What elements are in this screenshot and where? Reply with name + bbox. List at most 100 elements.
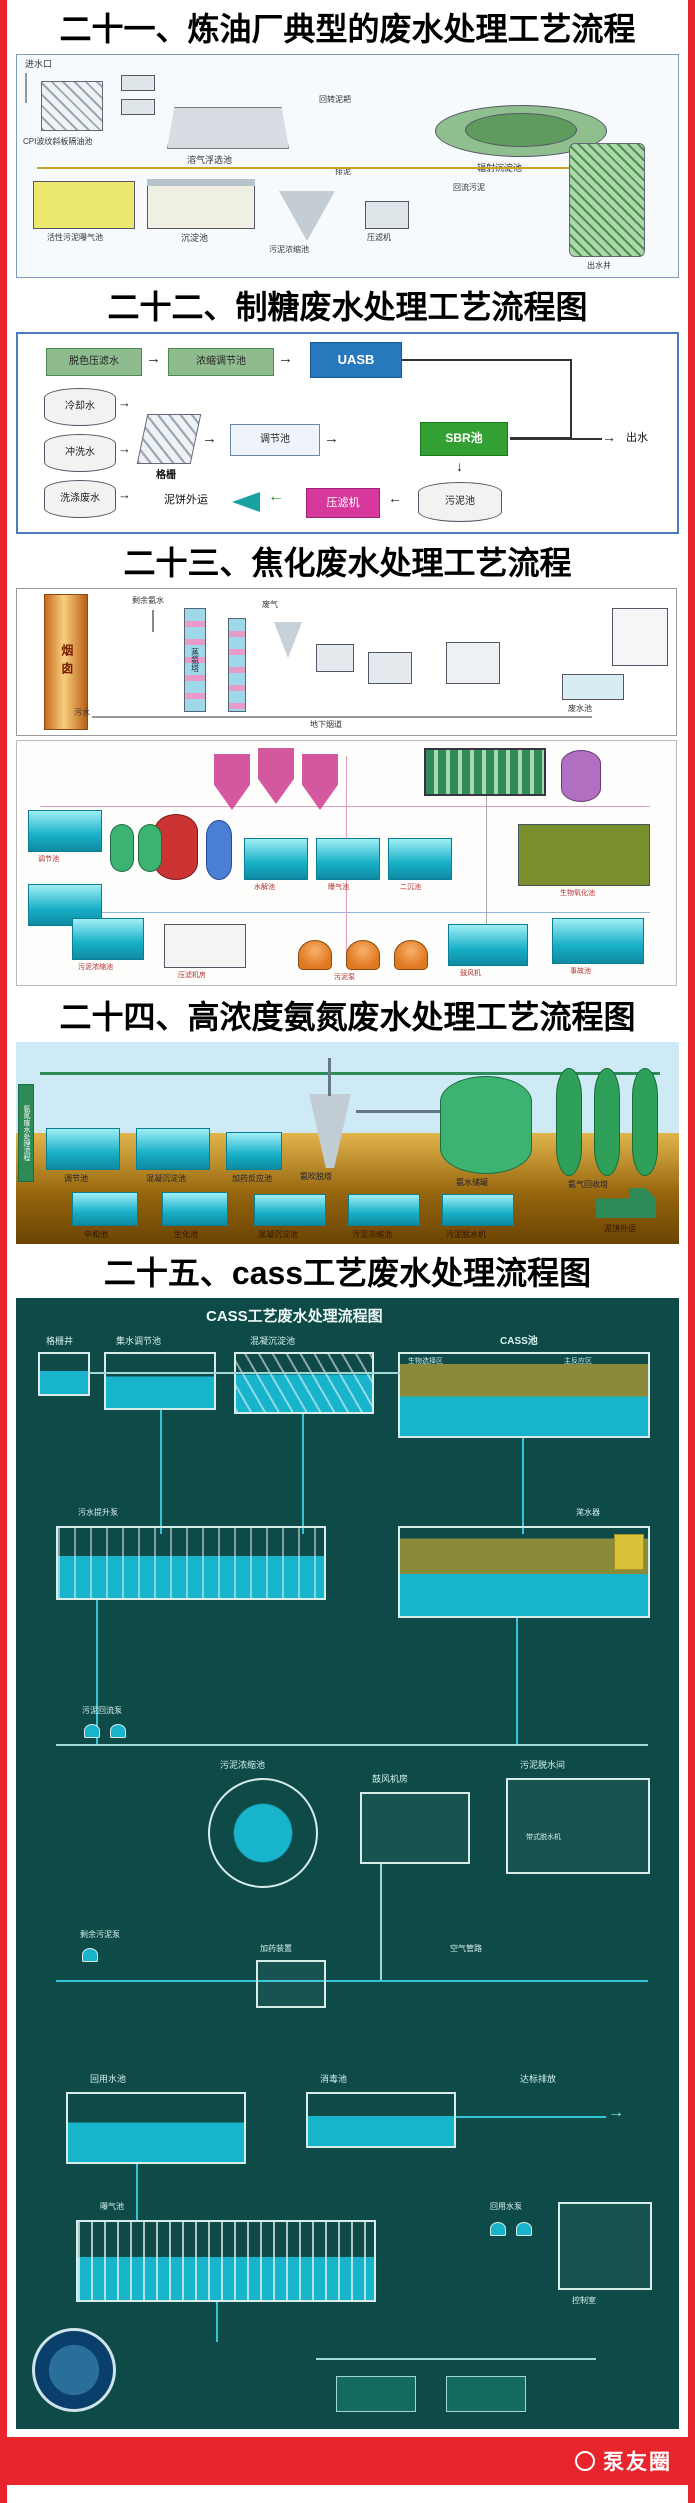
diagram-shape bbox=[56, 1526, 326, 1600]
diagram-label: 曝气池 bbox=[100, 2202, 124, 2211]
diagram-label: 活性污泥曝气池 bbox=[47, 233, 103, 242]
diagram-label: 污泥浓缩池 bbox=[78, 964, 113, 971]
truck-icon bbox=[596, 1188, 656, 1218]
pipe-line bbox=[136, 2164, 138, 2222]
diagram-shape bbox=[110, 824, 134, 872]
diagram-shape bbox=[254, 1194, 326, 1226]
pipe-line bbox=[356, 1110, 440, 1113]
pipe-line bbox=[516, 1618, 518, 1746]
diagram-label: 氨气回收塔 bbox=[568, 1180, 608, 1189]
diagram-shape bbox=[506, 1778, 650, 1874]
section-23: 二十三、焦化废水处理工艺流程 烟囱剩余氨水蒸氨塔废气废水池污水地下烟道调节池水解… bbox=[7, 542, 688, 988]
cass-diagram-title: CASS工艺废水处理流程图 bbox=[206, 1308, 383, 1325]
diagram-shape: 脱色压滤水 bbox=[46, 348, 142, 376]
diagram-shape bbox=[244, 838, 308, 880]
diagram-shape bbox=[41, 81, 103, 131]
diagram-label: 混凝沉淀池 bbox=[258, 1230, 298, 1239]
diagram-label: 压滤机 bbox=[367, 233, 391, 242]
diagram-label: 出水井 bbox=[587, 261, 611, 270]
pipe-line bbox=[40, 912, 650, 913]
diagram-label: 消毒池 bbox=[320, 2074, 348, 2084]
section-25: 二十五、cass工艺废水处理流程图 CASS工艺废水处理流程图格栅井集水调节池混… bbox=[7, 1252, 688, 2429]
diagram-shape bbox=[136, 414, 202, 464]
diagram-label: 混凝沉淀池 bbox=[146, 1174, 186, 1183]
diagram-shape bbox=[66, 2092, 246, 2164]
diagram-label: 废气 bbox=[262, 600, 278, 609]
diagram-label: 溶气浮选池 bbox=[187, 155, 233, 165]
diagram-shape bbox=[614, 1534, 644, 1570]
pipe-line bbox=[328, 1058, 331, 1096]
diagram-label: 二沉池 bbox=[400, 884, 421, 891]
diagram-label: 进水口 bbox=[25, 59, 53, 69]
diagram-shape bbox=[46, 1128, 120, 1170]
pipe-line bbox=[152, 610, 154, 632]
diagram-shape bbox=[558, 2202, 652, 2290]
diagram-shape bbox=[594, 1068, 620, 1176]
diagram-label: 空气管路 bbox=[450, 1944, 482, 1953]
pipe-line bbox=[40, 1072, 660, 1075]
diagram-shape bbox=[516, 2222, 532, 2236]
diagram-shape bbox=[226, 1132, 282, 1170]
diagram-shape bbox=[84, 1724, 100, 1738]
diagram-label: 污水提升泵 bbox=[78, 1508, 118, 1517]
diagram-label: 沉淀池 bbox=[181, 233, 209, 243]
pipe-line bbox=[510, 438, 602, 440]
chimney: 烟囱 bbox=[44, 594, 88, 730]
diagram-shape bbox=[561, 750, 601, 802]
diagram-shape bbox=[110, 1724, 126, 1738]
pipe-line bbox=[456, 2116, 606, 2118]
diagram-shape: 冷却水 bbox=[44, 388, 116, 426]
diagram-label: 污泥浓缩池 bbox=[269, 245, 309, 254]
diagram-shape bbox=[388, 838, 452, 880]
diagram-shape bbox=[82, 1948, 98, 1962]
diagram-shape bbox=[38, 1352, 90, 1396]
diagram-shape bbox=[206, 820, 232, 880]
diagram-shape bbox=[424, 748, 546, 796]
diagram-shape: 污泥池 bbox=[418, 482, 502, 522]
diagram-shape bbox=[167, 107, 289, 149]
diagram-label: 污泥浓缩池 bbox=[352, 1230, 392, 1239]
diagram-label: 氨吹脱塔 bbox=[300, 1172, 332, 1181]
diagram-label: 曝气池 bbox=[328, 884, 349, 891]
flow-arrow-icon: ↓ bbox=[456, 458, 463, 474]
diagram-shape bbox=[612, 608, 668, 666]
uasb-box: UASB bbox=[310, 342, 402, 378]
diagram-label: 污泥泵 bbox=[334, 974, 355, 981]
diagram-label: 调节池 bbox=[64, 1174, 88, 1183]
diagram-shape bbox=[136, 1128, 210, 1170]
diagram-shape bbox=[234, 1352, 374, 1414]
diagram-shape: 压滤机 bbox=[306, 488, 380, 518]
flow-arrow-icon: ← bbox=[388, 490, 402, 506]
pipe-line bbox=[147, 179, 255, 186]
diagram-label: 回转泥耙 bbox=[319, 95, 351, 104]
flow-arrow-icon: → bbox=[118, 395, 131, 410]
pipe-line bbox=[56, 1980, 648, 1982]
pipe-line bbox=[216, 2302, 218, 2342]
diagram-shape bbox=[138, 824, 162, 872]
diagram-label: 泥饼外运 bbox=[604, 1224, 636, 1233]
diagram-shape bbox=[306, 2092, 456, 2148]
diagram-shape bbox=[446, 2376, 526, 2412]
diagram-label: 污泥脱水间 bbox=[520, 1760, 566, 1770]
sbr-box: SBR池 bbox=[420, 422, 508, 456]
diagram-label: 废水池 bbox=[568, 704, 592, 713]
diagram-shape bbox=[394, 940, 428, 970]
diagram-label: 污泥回流泵 bbox=[82, 1706, 122, 1715]
flow-arrow-icon: → bbox=[608, 2104, 624, 2121]
diagram-shape bbox=[28, 810, 102, 852]
diagram-label: 加药反应池 bbox=[232, 1174, 272, 1183]
pipe-line bbox=[92, 716, 592, 718]
pipe-line bbox=[90, 1372, 400, 1374]
diagram-label: 出水 bbox=[626, 432, 648, 444]
flow-arrow-icon: → bbox=[278, 350, 293, 367]
diagram-shape bbox=[72, 918, 144, 960]
pipe-line bbox=[25, 73, 27, 103]
flow-arrow-icon: ← bbox=[268, 488, 284, 505]
flow-arrow-icon: → bbox=[118, 441, 131, 456]
diagram-coking-wwtp: 烟囱剩余氨水蒸氨塔废气废水池污水地下烟道调节池水解池曝气池二沉池生物氧化池污泥浓… bbox=[16, 588, 679, 988]
stripping-tower bbox=[309, 1094, 351, 1168]
pipe-line bbox=[160, 1410, 162, 1534]
diagram-shape bbox=[164, 924, 246, 968]
diagram-label: 地下烟道 bbox=[310, 720, 342, 729]
